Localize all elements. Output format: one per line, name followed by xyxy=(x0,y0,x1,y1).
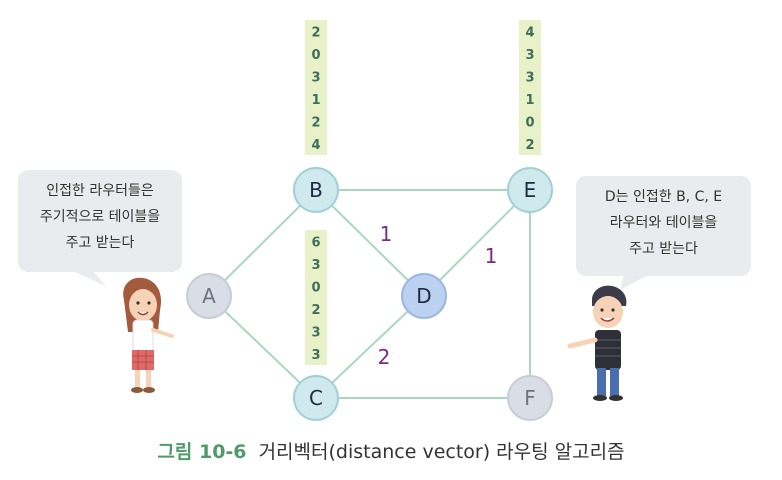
edge-label-d-e: 1 xyxy=(485,244,498,268)
left-bubble-text: 인접한 라우터들은 주기적으로 테이블을 주고 받는다 xyxy=(18,178,182,256)
table-cell: 0 xyxy=(525,115,534,130)
edge-c-d xyxy=(315,295,425,399)
node-label: E xyxy=(524,178,537,202)
edge-labels: 1 1 2 xyxy=(378,222,498,369)
girl-character xyxy=(123,277,174,393)
routing-table-bg xyxy=(305,230,327,365)
right-bubble-text: D는 인접한 B, C, E 라우터와 테이블을 주고 받는다 xyxy=(576,184,751,262)
table-cell: 2 xyxy=(311,25,320,40)
table-cell: 1 xyxy=(311,93,320,108)
node-circle xyxy=(507,375,553,421)
right-bubble-line: 라우터와 테이블을 xyxy=(609,215,718,231)
node-label: D xyxy=(416,284,431,308)
edge-d-e xyxy=(423,189,531,297)
left-bubble-line: 인접한 라우터들은 xyxy=(46,183,154,199)
table-cell: 3 xyxy=(311,70,320,85)
left-bubble-line: 주고 받는다 xyxy=(65,235,135,251)
boy-character xyxy=(567,285,627,401)
node-b: B xyxy=(293,167,339,213)
table-cell: 6 xyxy=(311,235,320,250)
node-d: D xyxy=(401,273,447,319)
routing-table-c: 6 3 0 2 3 3 xyxy=(305,230,327,365)
right-bubble-line: 주고 받는다 xyxy=(629,241,698,257)
table-cell: 0 xyxy=(311,280,320,295)
edge-a-b xyxy=(208,189,317,297)
table-cell: 3 xyxy=(525,70,534,85)
edge-label-b-d: 1 xyxy=(380,222,393,246)
left-speech-bubble xyxy=(18,170,182,286)
figure-caption: 그림 10-6 거리벡터(distance vector) 라우팅 알고리즘 xyxy=(0,437,782,464)
routing-table-bg xyxy=(519,20,541,155)
table-cell: 1 xyxy=(525,93,534,108)
node-e: E xyxy=(507,167,553,213)
table-cell: 4 xyxy=(525,25,534,40)
edge-a-c xyxy=(208,295,317,399)
node-label: B xyxy=(309,178,323,202)
table-cell: 2 xyxy=(525,138,534,153)
node-circle xyxy=(293,375,339,421)
edge-b-d xyxy=(315,189,425,297)
node-circle xyxy=(186,273,232,319)
figure-title: 거리벡터(distance vector) 라우팅 알고리즘 xyxy=(258,441,625,463)
node-circle xyxy=(293,167,339,213)
table-cell: 3 xyxy=(311,325,320,340)
routing-table-bg xyxy=(305,20,327,155)
edges xyxy=(208,189,531,399)
table-cell: 2 xyxy=(311,115,320,130)
routing-table-b: 2 0 3 1 2 4 xyxy=(305,20,327,155)
table-cell: 2 xyxy=(311,303,320,318)
left-bubble-line: 주기적으로 테이블을 xyxy=(39,209,161,225)
node-a: A xyxy=(186,273,232,319)
router-nodes: A B C D E F xyxy=(186,167,553,421)
table-cell: 3 xyxy=(525,48,534,63)
node-circle xyxy=(401,273,447,319)
figure-number: 그림 10-6 xyxy=(157,441,247,463)
table-cell: 0 xyxy=(311,48,320,63)
node-f: F xyxy=(507,375,553,421)
routing-tables: 2 0 3 1 2 4 4 3 3 1 0 2 6 3 0 2 3 3 xyxy=(305,20,541,365)
right-bubble-line: D는 인접한 B, C, E xyxy=(604,189,723,205)
table-cell: 3 xyxy=(311,348,320,363)
table-cell: 3 xyxy=(311,258,320,273)
table-cell: 4 xyxy=(311,138,320,153)
node-label: F xyxy=(524,386,536,410)
edge-label-c-d: 2 xyxy=(378,345,391,369)
node-label: C xyxy=(309,386,323,410)
right-speech-bubble xyxy=(576,176,751,290)
node-circle xyxy=(507,167,553,213)
routing-table-e: 4 3 3 1 0 2 xyxy=(519,20,541,155)
node-c: C xyxy=(293,375,339,421)
node-label: A xyxy=(202,284,216,308)
